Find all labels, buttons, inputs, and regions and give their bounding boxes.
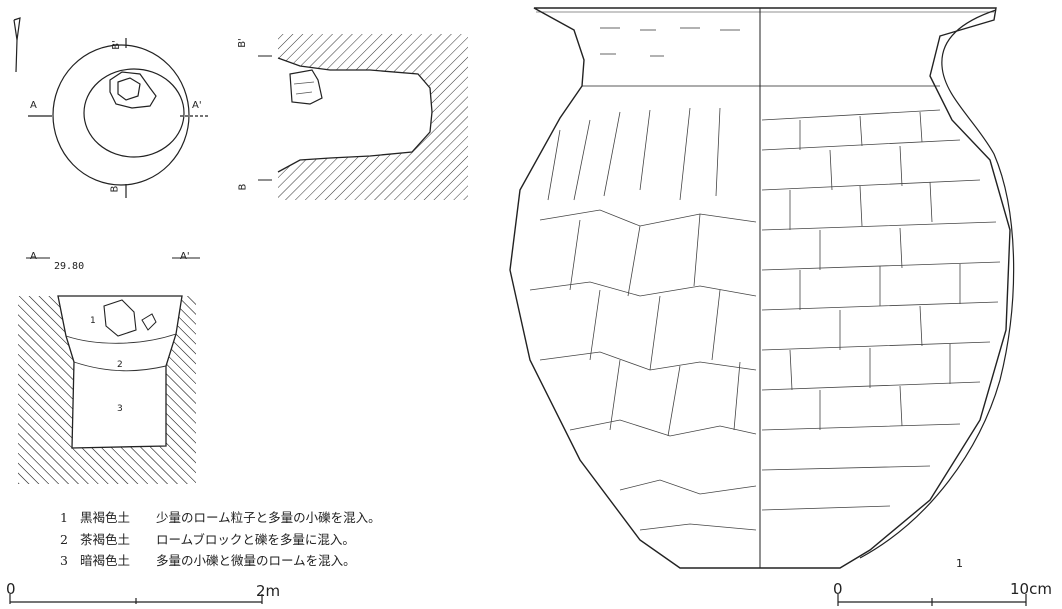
label-b-section: B xyxy=(237,183,249,191)
legend-description: 少量のローム粒子と多量の小礫を混入。 xyxy=(156,510,381,525)
legend-soil: 茶褐色土 xyxy=(80,531,131,547)
section-a-view xyxy=(18,257,200,484)
legend-number: 3 xyxy=(60,553,68,568)
legend-row: 3 暗褐色土 多量の小礫と微量のロームを混入。 xyxy=(60,550,381,572)
scale-left-start: 0 xyxy=(6,580,16,598)
artifact-number: 1 xyxy=(956,557,963,570)
legend-number: 2 xyxy=(60,531,68,547)
label-a-section: A xyxy=(30,251,37,262)
soil-legend: 1 黒褐色土 少量のローム粒子と多量の小礫を混入。 2 茶褐色土 ロームブロックと礫を多… xyxy=(60,507,381,572)
layer-2-label: 2 xyxy=(117,360,123,370)
legend-description: ロームブロックと礫を多量に混入。 xyxy=(156,531,355,547)
label-b-prime-section: B' xyxy=(236,38,248,48)
scale-left-end: 2m xyxy=(256,582,281,600)
elevation-label: 29.80 xyxy=(54,261,85,272)
north-arrow-icon xyxy=(13,17,21,73)
scale-right-end: 10cm xyxy=(1010,580,1052,598)
legend-description: 多量の小礫と微量のロームを混入。 xyxy=(156,553,356,568)
legend-number: 1 xyxy=(60,510,68,525)
vessel-drawing xyxy=(509,7,1015,569)
scale-right-start: 0 xyxy=(833,580,843,598)
label-a-plan: A xyxy=(30,100,37,111)
scale-bar-right xyxy=(837,594,1027,606)
layer-1-label: 1 xyxy=(90,316,96,326)
scale-bar-left xyxy=(9,594,263,604)
layer-3-label: 3 xyxy=(117,404,123,414)
legend-soil: 黒褐色土 xyxy=(80,510,131,525)
pit-plan-view xyxy=(28,38,210,198)
label-a-prime-plan: A' xyxy=(192,100,202,111)
label-b-plan: B xyxy=(109,185,121,193)
legend-row: 1 黒褐色土 少量のローム粒子と多量の小礫を混入。 xyxy=(60,507,381,529)
legend-soil: 暗褐色土 xyxy=(80,553,131,568)
label-b-prime-plan: B' xyxy=(110,40,122,50)
label-a-prime-section: A' xyxy=(180,251,190,262)
section-b-view xyxy=(258,34,468,200)
legend-row: 2 茶褐色土 ロームブロックと礫を多量に混入。 xyxy=(60,529,381,551)
